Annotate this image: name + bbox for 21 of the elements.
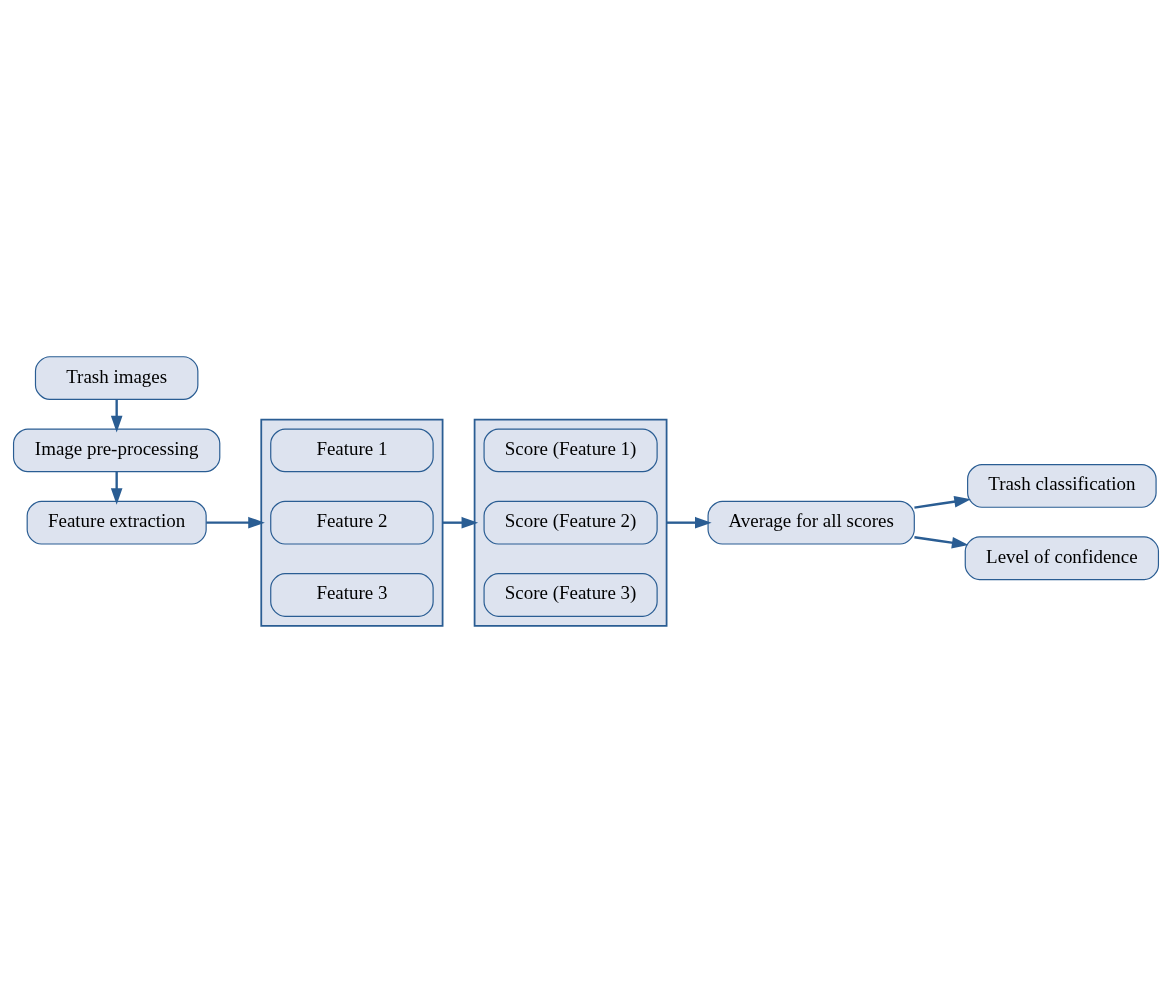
node-box: Score (Feature 3) <box>483 573 658 617</box>
cluster <box>473 418 668 627</box>
arrow <box>442 516 479 529</box>
arrow <box>666 516 712 529</box>
node-box: Level of confidence <box>964 536 1160 581</box>
node-box: Trash classification <box>967 464 1157 508</box>
node-box: Feature 3 <box>270 573 434 617</box>
arrow <box>110 471 123 505</box>
node-box: Image pre-processing <box>12 428 221 473</box>
node-box: Score (Feature 1) <box>483 428 658 473</box>
arrow <box>914 495 971 509</box>
node-box: Score (Feature 2) <box>483 500 658 545</box>
arrow <box>914 536 969 549</box>
arrow <box>206 516 265 529</box>
node-box: Average for all scores <box>707 500 915 545</box>
cluster <box>260 418 444 627</box>
node-box: Feature extraction <box>26 500 207 545</box>
node-box: Trash images <box>34 356 199 400</box>
node-box: Feature 1 <box>270 428 434 473</box>
arrow <box>110 399 123 433</box>
node-box: Feature 2 <box>270 500 434 545</box>
